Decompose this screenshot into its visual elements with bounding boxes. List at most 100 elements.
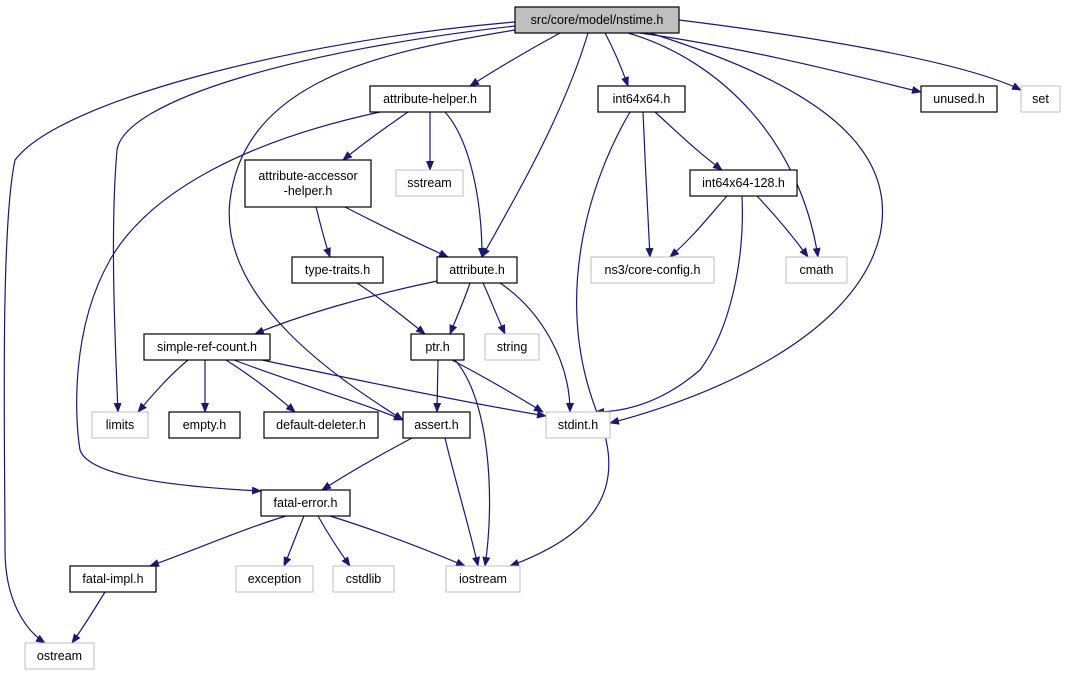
- edge-fatal-error-to-cstdlib: [317, 515, 351, 567]
- node-box: [597, 85, 686, 113]
- node-box: [436, 256, 518, 284]
- node-fatal-error[interactable]: fatal-error.h: [260, 489, 351, 517]
- edge-simple-ref-count-to-default-deleter: [225, 359, 296, 413]
- node-ptr[interactable]: ptr.h: [410, 333, 465, 361]
- edge-nstime-to-attribute-helper: [469, 32, 561, 87]
- node-ostream: ostream: [24, 642, 95, 670]
- node-box: [545, 411, 611, 439]
- node-label: default-deleter.h: [276, 418, 366, 432]
- edge-fatal-error-to-iostream: [329, 515, 466, 567]
- node-assert[interactable]: assert.h: [402, 411, 471, 439]
- edge-fatal-impl-to-ostream: [71, 591, 106, 644]
- node-attribute-helper[interactable]: attribute-helper.h: [369, 85, 491, 113]
- edge-fatal-error-to-fatal-impl: [149, 515, 287, 567]
- node-label: fatal-error.h: [274, 496, 338, 510]
- node-cmath: cmath: [785, 256, 848, 284]
- node-exception: exception: [235, 565, 314, 593]
- nodes-layer: src/core/model/nstime.h attribute-helper.…: [24, 6, 1061, 670]
- node-box: [143, 333, 271, 361]
- node-attribute[interactable]: attribute.h: [436, 256, 518, 284]
- node-nstime[interactable]: src/core/model/nstime.h: [514, 6, 680, 34]
- node-box: [91, 411, 149, 439]
- node-box: [484, 333, 540, 361]
- node-type-traits[interactable]: type-traits.h: [291, 256, 384, 284]
- node-string: string: [484, 333, 540, 361]
- edge-nstime-to-assert: [228, 29, 516, 421]
- node-label: ptr.h: [425, 340, 449, 354]
- node-attribute-accessor-helper[interactable]: attribute-accessor-helper.h: [244, 159, 372, 208]
- edge-ptr-to-assert: [433, 359, 442, 413]
- edge-int64x64-128-to-cmath: [756, 195, 809, 258]
- edge-attribute-helper-to-attribute: [444, 111, 486, 258]
- node-label: ns3/core-config.h: [605, 263, 701, 277]
- node-box: [689, 169, 798, 197]
- node-box: [514, 6, 680, 34]
- edge-nstime-to-set: [678, 19, 1022, 91]
- node-label: int64x64-128.h: [702, 176, 785, 190]
- node-unused[interactable]: unused.h: [920, 85, 998, 113]
- edge-nstime-to-unused: [639, 32, 922, 94]
- edge-attribute-to-stdint: [499, 282, 574, 413]
- node-limits: limits: [91, 411, 149, 439]
- node-label: cmath: [799, 263, 833, 277]
- edge-assert-to-fatal-error: [321, 437, 413, 491]
- node-box: [332, 565, 395, 593]
- node-label: src/core/model/nstime.h: [531, 13, 664, 27]
- node-label: iostream: [459, 572, 507, 586]
- node-label: attribute.h: [449, 263, 505, 277]
- edge-nstime-to-ostream: [3, 21, 516, 644]
- node-box: [291, 256, 384, 284]
- edge-simple-ref-count-to-limits: [137, 359, 189, 413]
- node-sstream: sstream: [395, 169, 464, 197]
- node-label: unused.h: [933, 92, 984, 106]
- node-int64x64-128[interactable]: int64x64-128.h: [689, 169, 798, 197]
- node-box: [445, 565, 521, 593]
- node-label: string: [497, 340, 528, 354]
- node-simple-ref-count[interactable]: simple-ref-count.h: [143, 333, 271, 361]
- edge-nstime-to-stdint: [609, 32, 884, 425]
- node-label: limits: [106, 418, 134, 432]
- node-label: type-traits.h: [305, 263, 370, 277]
- node-label: sstream: [407, 176, 451, 190]
- node-box: [69, 565, 157, 593]
- node-box: [244, 159, 372, 208]
- edge-simple-ref-count-to-stdint: [261, 359, 547, 419]
- node-label: exception: [248, 572, 302, 586]
- node-default-deleter[interactable]: default-deleter.h: [263, 411, 379, 439]
- edge-attribute-to-simple-ref-count: [254, 280, 438, 335]
- edge-attribute-helper-to-attribute-accessor-helper: [342, 111, 409, 161]
- node-iostream: iostream: [445, 565, 521, 593]
- node-cstdlib: cstdlib: [332, 565, 395, 593]
- node-core-config: ns3/core-config.h: [590, 256, 715, 284]
- node-box: [590, 256, 715, 284]
- edge-nstime-to-cmath: [627, 32, 821, 258]
- edge-attribute-accessor-helper-to-type-traits: [315, 206, 331, 258]
- node-box: [785, 256, 848, 284]
- node-box: [410, 333, 465, 361]
- node-empty[interactable]: empty.h: [168, 411, 241, 439]
- node-box: [235, 565, 314, 593]
- edge-attribute-accessor-helper-to-attribute: [344, 206, 449, 258]
- node-label: set: [1032, 92, 1049, 106]
- node-label: empty.h: [183, 418, 227, 432]
- node-box: [920, 85, 998, 113]
- edge-type-traits-to-ptr: [356, 282, 426, 335]
- node-label: simple-ref-count.h: [157, 340, 257, 354]
- edge-simple-ref-count-to-assert: [233, 359, 404, 421]
- node-label: assert.h: [414, 418, 459, 432]
- node-label: fatal-impl.h: [82, 572, 143, 586]
- node-fatal-impl[interactable]: fatal-impl.h: [69, 565, 157, 593]
- node-label: attribute-accessor: [258, 169, 357, 183]
- node-stdint: stdint.h: [545, 411, 611, 439]
- node-box: [395, 169, 464, 197]
- edge-attribute-to-string: [482, 282, 506, 335]
- node-box: [1020, 85, 1061, 113]
- node-label: stdint.h: [558, 418, 598, 432]
- node-box: [24, 642, 95, 670]
- edge-nstime-to-int64x64: [604, 32, 629, 87]
- edge-nstime-to-attribute: [481, 32, 589, 258]
- node-int64x64[interactable]: int64x64.h: [597, 85, 686, 113]
- node-label: attribute-helper.h: [383, 92, 477, 106]
- node-box: [263, 411, 379, 439]
